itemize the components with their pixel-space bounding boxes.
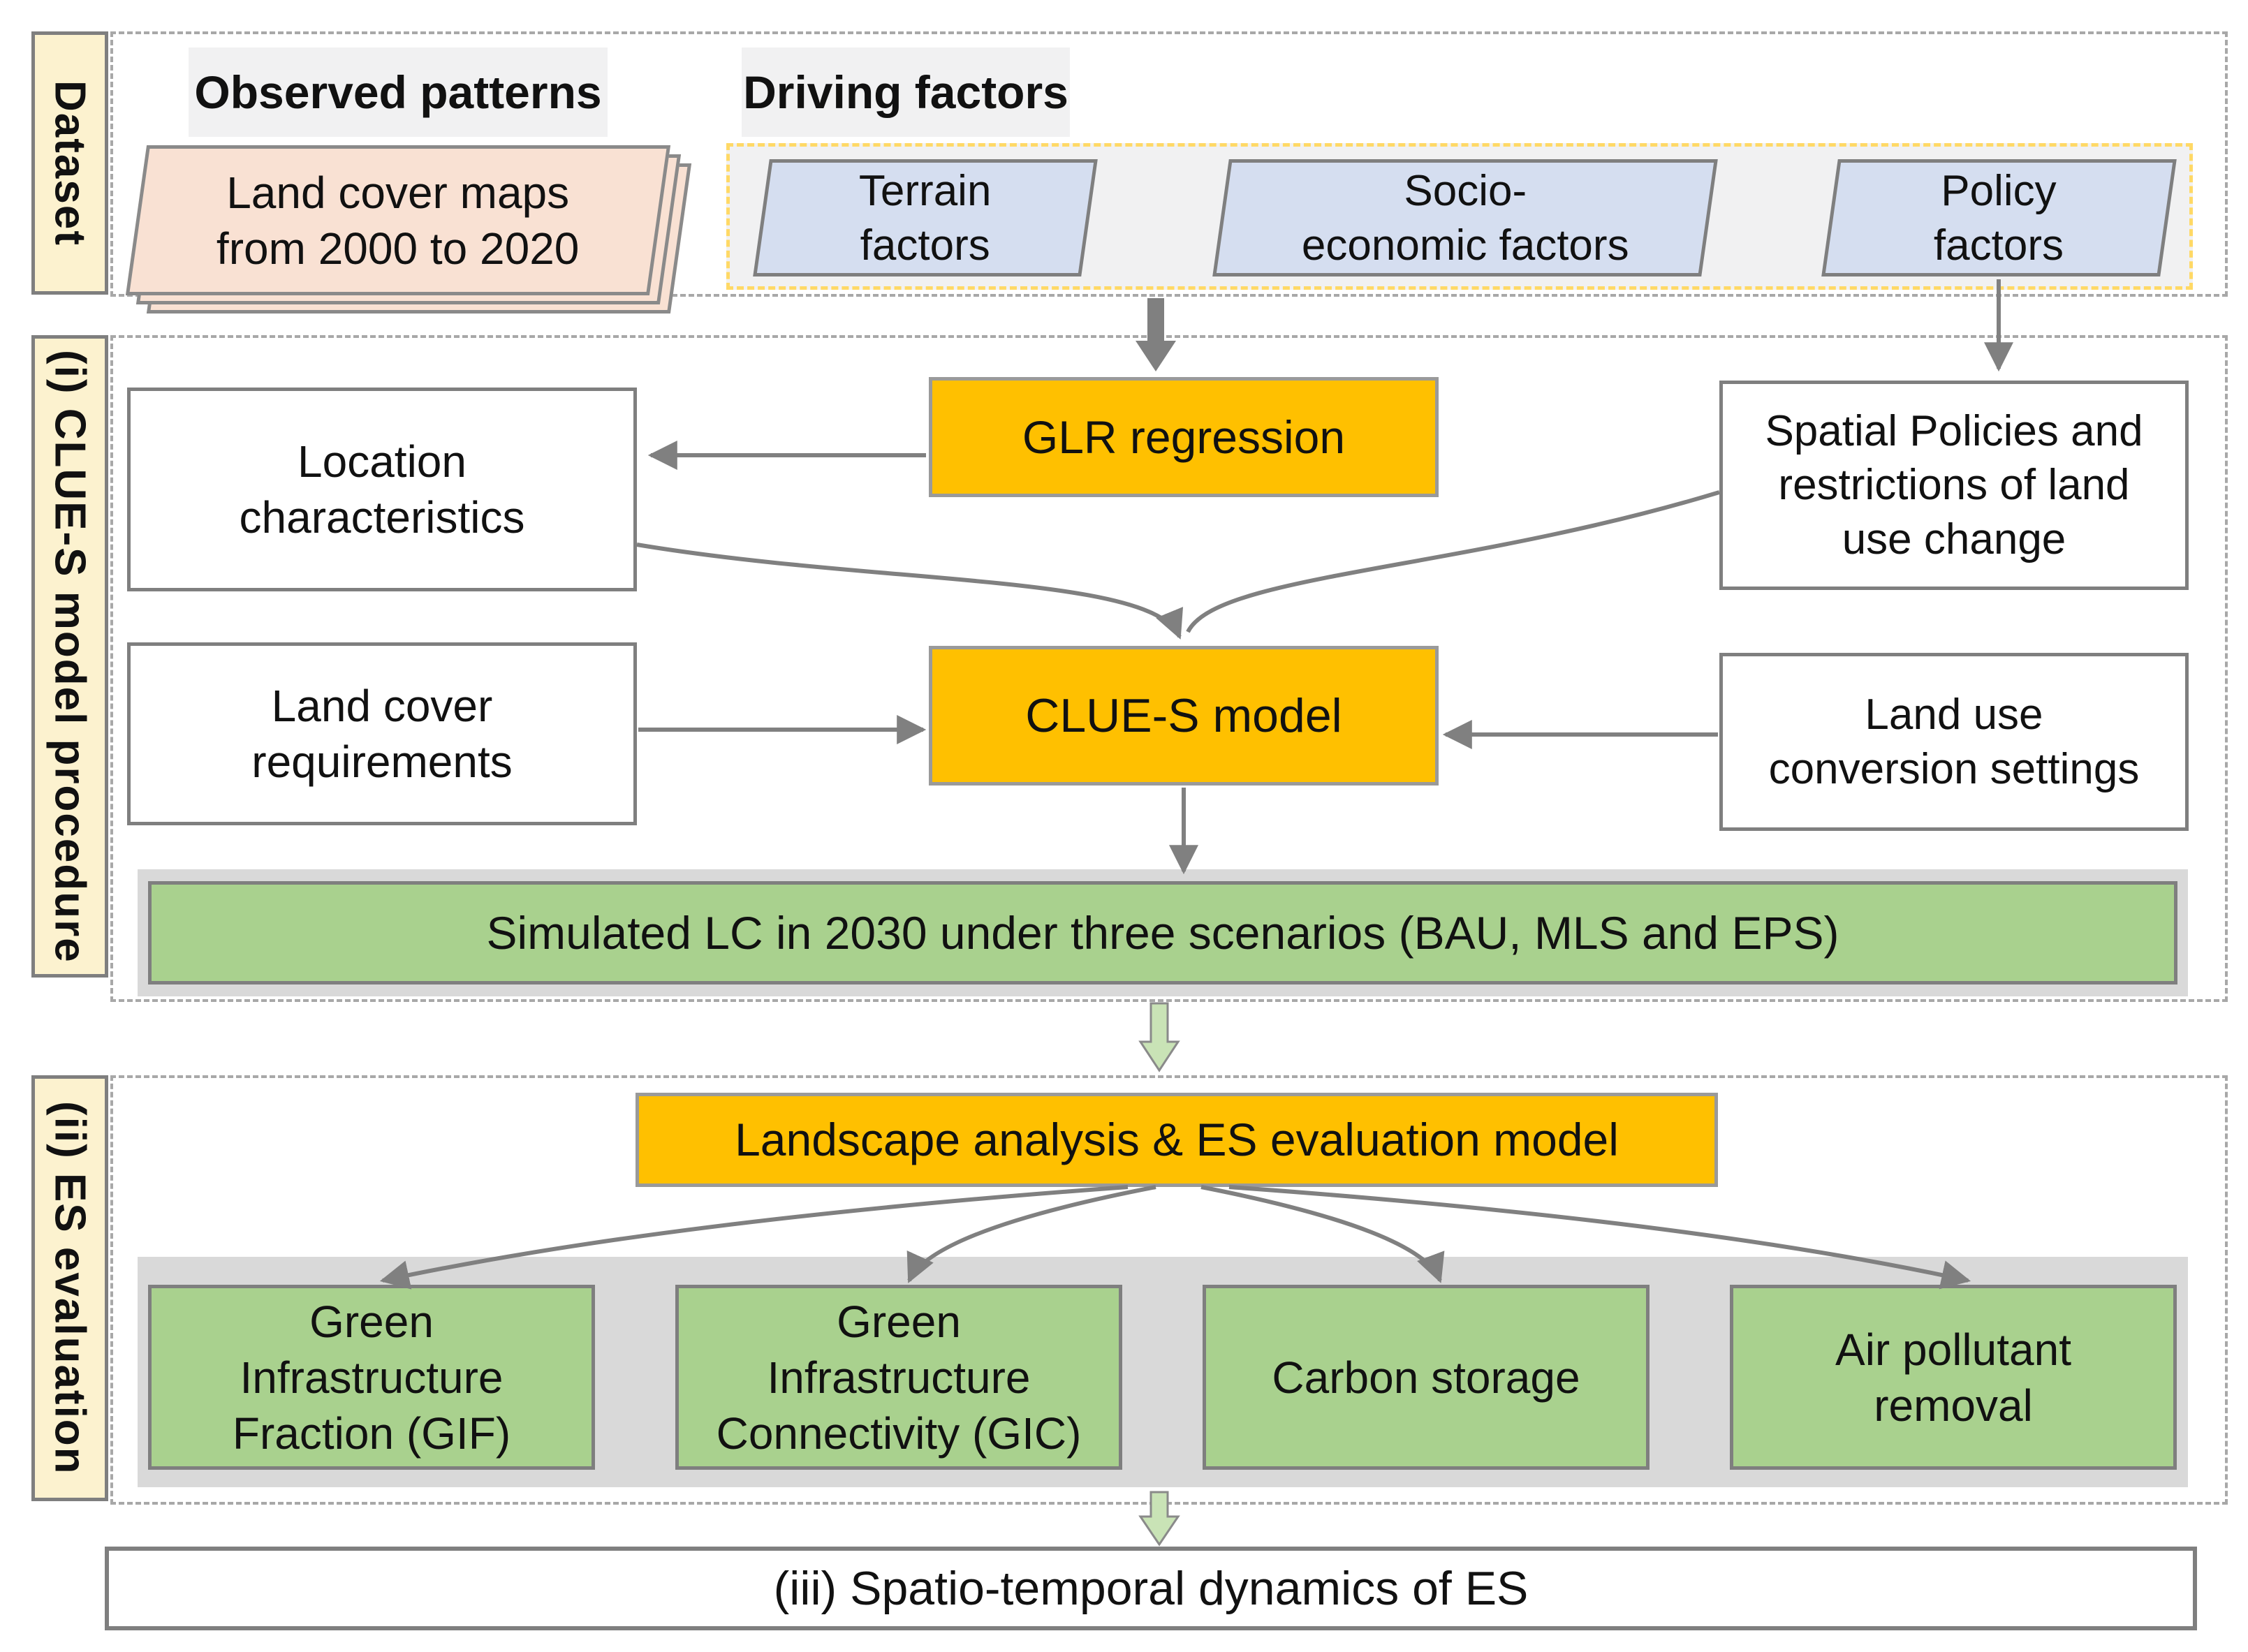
land-cover-maps-node: Land cover maps from 2000 to 2020 [125,145,671,295]
simulated-lc-bar: Simulated LC in 2030 under three scenari… [148,881,2177,984]
clues-model-node: CLUE-S model [929,646,1439,786]
landscape-analysis-node: Landscape analysis & ES evaluation model [636,1093,1718,1187]
socio-economic-factors-node: Socio- economic factors [1212,159,1718,276]
observed-patterns-header: Observed patterns [189,47,608,137]
location-characteristics-node: Location characteristics [127,388,637,591]
terrain-factors-node: Terrain factors [753,159,1098,276]
land-cover-maps-text: Land cover maps from 2000 to 2020 [216,167,580,274]
land-use-conversion-node: Land use conversion settings [1719,653,2189,831]
es-label-text: (ii) ES evaluation [45,1101,94,1475]
carbon-storage-node: Carbon storage [1203,1285,1650,1470]
simulated-to-es-green-arrow [1138,1002,1180,1072]
terrain-factors-text: Terrain factors [859,166,992,270]
dataset-section-border [110,31,2228,297]
air-pollutant-node: Air pollutant removal [1730,1285,2177,1470]
gif-node: Green Infrastructure Fraction (GIF) [148,1285,595,1470]
gic-node: Green Infrastructure Connectivity (GIC) [675,1285,1122,1470]
spatio-temporal-result-node: (iii) Spatio-temporal dynamics of ES [105,1547,2197,1630]
socio-economic-factors-text: Socio- economic factors [1301,166,1629,270]
land-cover-requirements-node: Land cover requirements [127,642,637,825]
driving-factors-header: Driving factors [742,47,1070,137]
dataset-label-text: Dataset [45,80,94,246]
policy-factors-text: Policy factors [1934,166,2064,270]
clues-section-label: (i) CLUE-S model procedure [31,335,108,978]
spatial-policies-node: Spatial Policies and restrictions of lan… [1719,381,2189,590]
policy-factors-node: Policy factors [1821,159,2177,276]
es-section-label: (ii) ES evaluation [31,1075,108,1501]
dataset-section-label: Dataset [31,31,108,295]
glr-regression-node: GLR regression [929,377,1439,497]
clues-label-text: (i) CLUE-S model procedure [45,349,94,964]
